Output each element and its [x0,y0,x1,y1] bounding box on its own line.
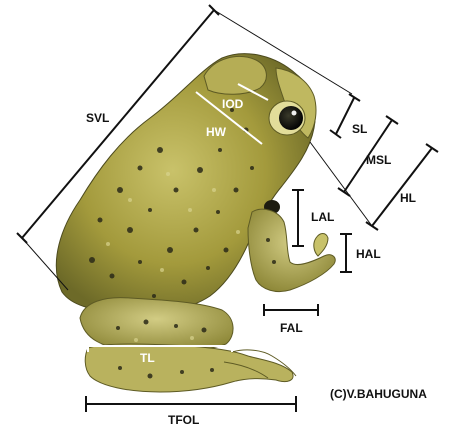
label-hw: HW [206,125,227,139]
toad-eye [279,106,303,130]
toad-head-ridge [204,57,266,95]
hal-measurement [340,234,352,272]
copyright-credit: (C)V.BAHUGUNA [330,387,427,401]
hl-cap-top [426,144,438,152]
sl-cap-bottom [330,130,341,138]
label-lal: LAL [311,210,334,224]
msl-cap-bottom [338,188,350,196]
toad-eye-highlight [292,111,297,116]
label-tfol: TFOL [168,413,199,427]
label-iod: IOD [222,97,244,111]
msl-cap-top [386,116,398,124]
label-svl: SVL [86,111,109,125]
toad-illustration [56,54,335,392]
label-hal: HAL [356,247,381,261]
label-tl: TL [140,351,155,365]
label-fal: FAL [280,321,303,335]
sl-cap-top [349,94,360,101]
label-sl: SL [352,122,367,136]
lal-measurement [292,190,304,246]
toad-fingers [314,234,328,257]
label-msl: MSL [366,153,391,167]
toad-hind-foot [85,344,293,392]
toad-hind-leg [80,298,233,351]
fal-measurement [264,304,318,316]
tfol-measurement [86,396,296,412]
label-hl: HL [400,191,416,205]
